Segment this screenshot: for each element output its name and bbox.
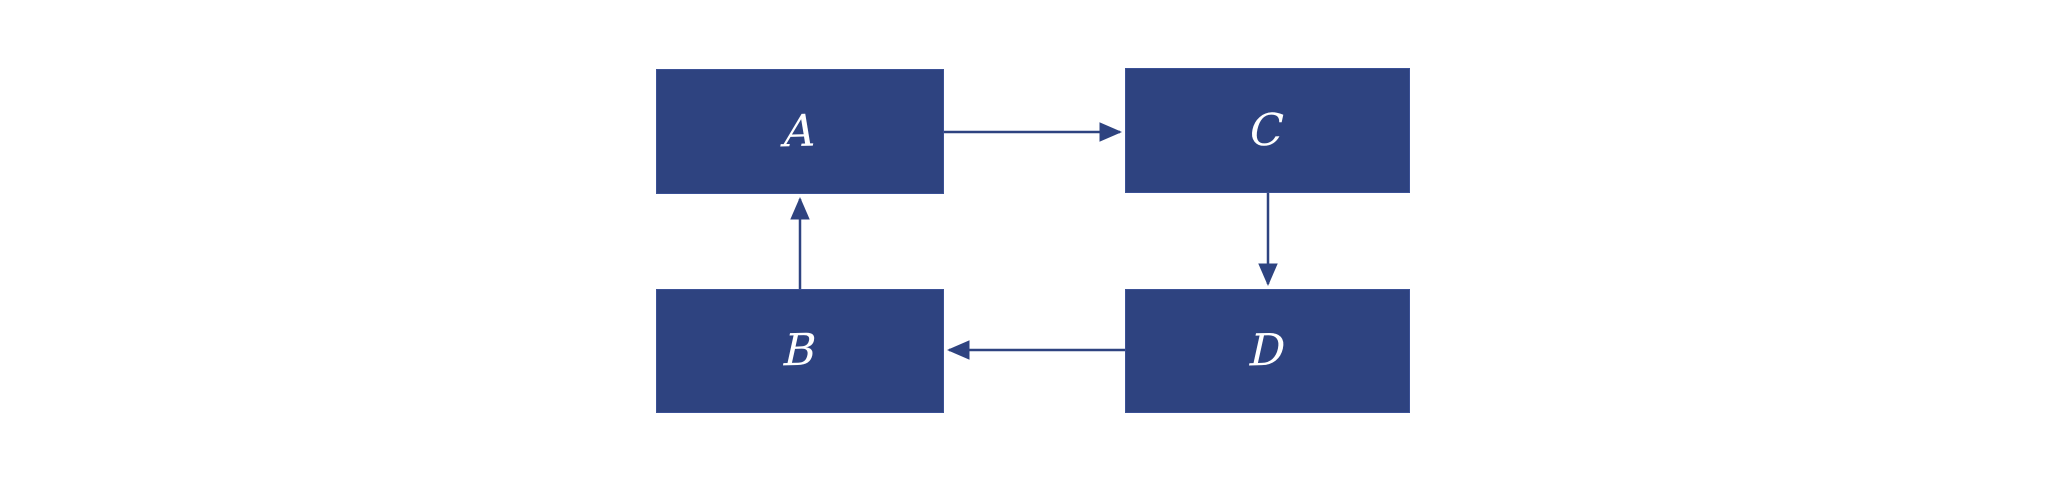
node-b-label: B [782, 324, 818, 377]
node-c[interactable]: C [1125, 68, 1410, 193]
node-d-label: D [1248, 324, 1287, 377]
node-c-label: C [1249, 104, 1286, 156]
node-b[interactable]: B [656, 289, 944, 413]
node-a[interactable]: A [656, 69, 944, 194]
node-d[interactable]: D [1125, 289, 1410, 413]
node-a-label: A [783, 105, 817, 157]
